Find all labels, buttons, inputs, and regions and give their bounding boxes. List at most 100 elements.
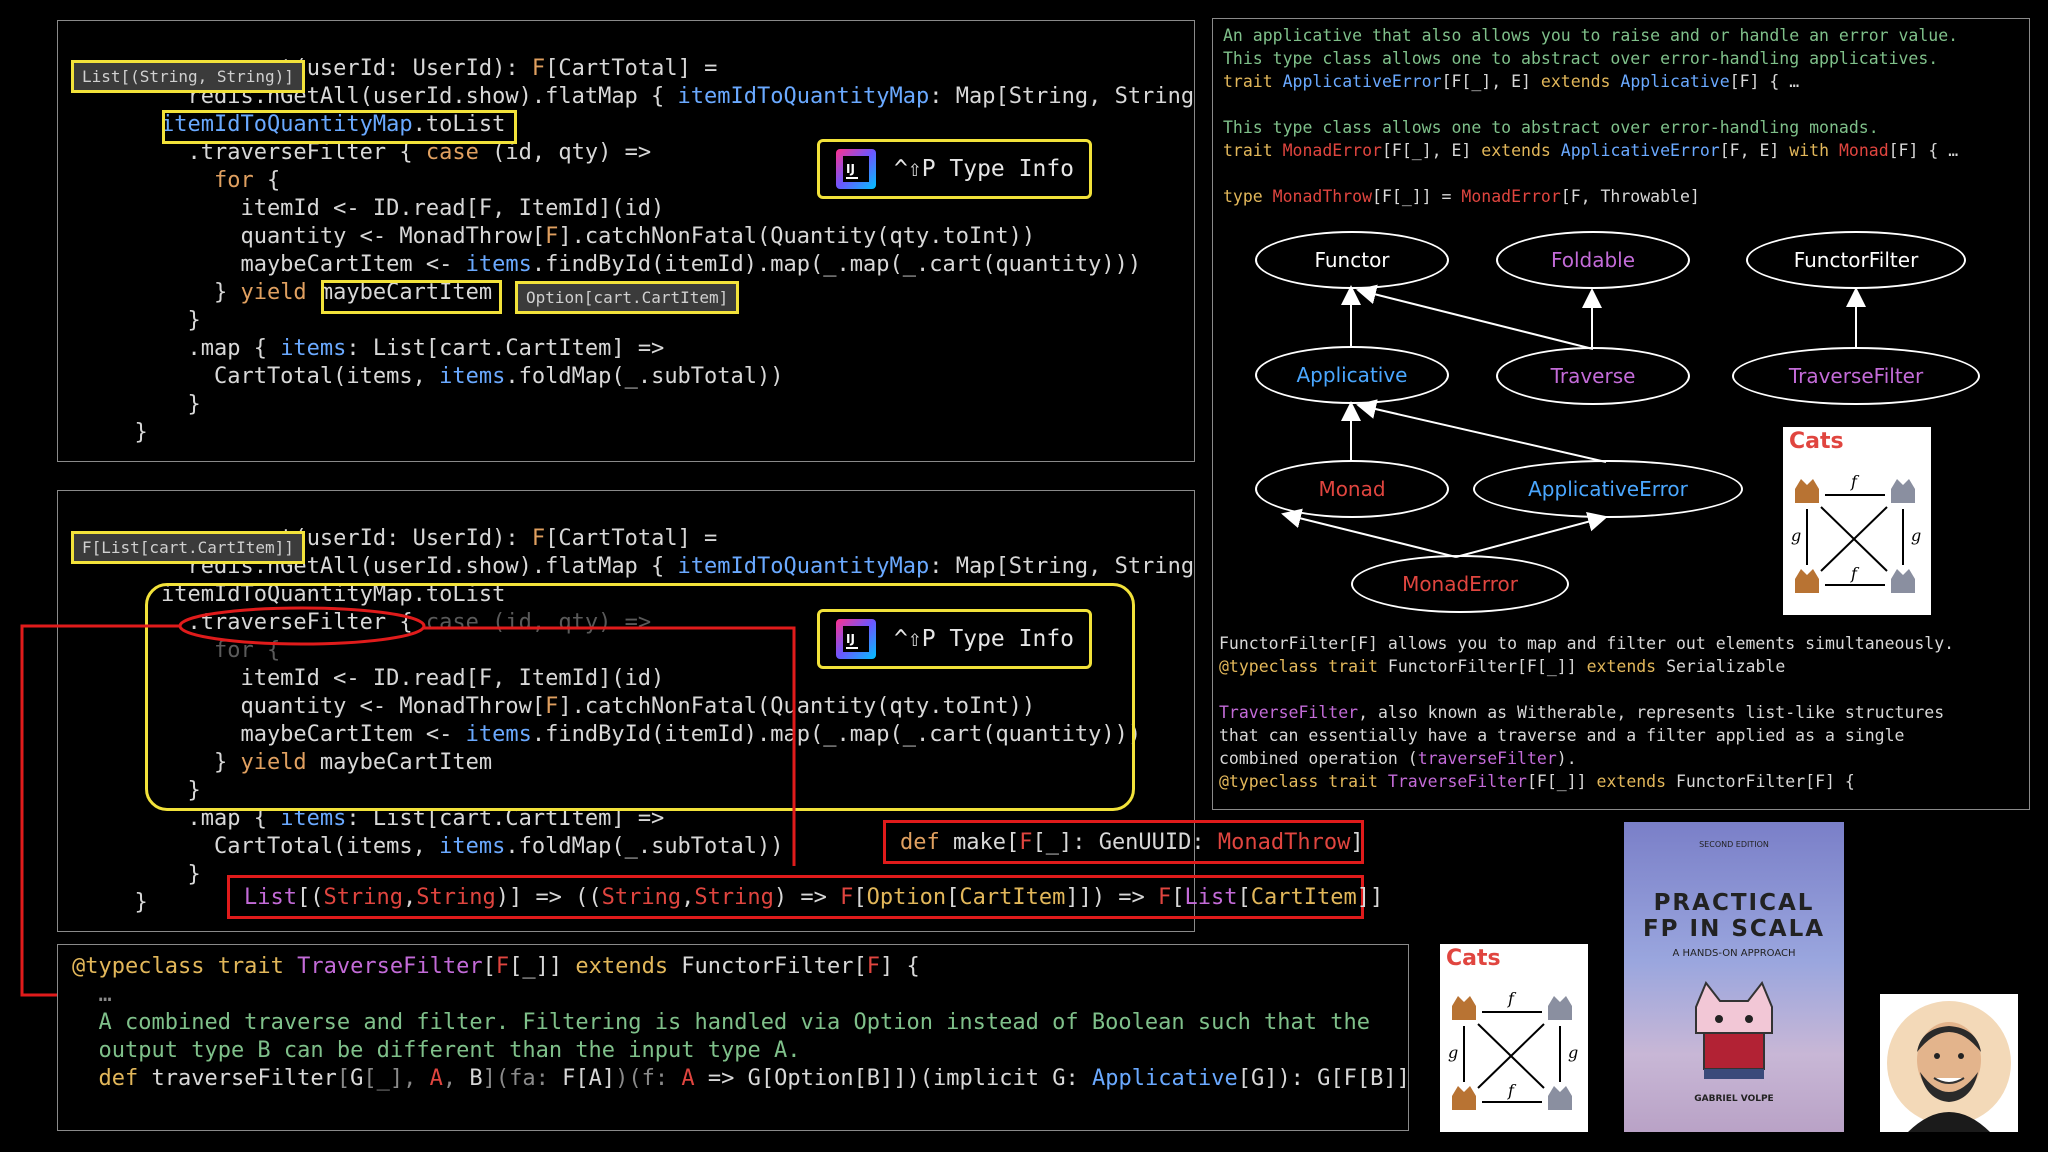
highlight-traverse-block (145, 583, 1135, 811)
code-token: itemIdToQuantityMap (677, 84, 930, 109)
code-line: @typeclass trait TraverseFilter[F[_]] ex… (72, 953, 1408, 981)
code-token: ].catchNonFatal(Quantity(qty.toInt)) (558, 224, 1036, 249)
doc-token: ApplicativeError (1560, 141, 1720, 160)
doc-token: trait (1223, 72, 1283, 91)
code-token: .foldMap(_.subTotal)) (505, 364, 784, 389)
code-token: .traverseFilter { (108, 140, 426, 165)
doc-line: trait MonadError[F[_], E] extends Applic… (1223, 140, 1958, 163)
code-token: A (429, 1066, 443, 1091)
code-token: quantity <- MonadThrow[ (108, 224, 546, 249)
code-token: : Map[String, String] => (929, 554, 1195, 579)
doc-token: TraverseFilter (1219, 703, 1359, 722)
code-token: A combined traverse and filter. Filterin… (72, 1010, 1371, 1035)
code-line: A combined traverse and filter. Filterin… (72, 1009, 1408, 1037)
doc-token: An applicative that also allows you to r… (1223, 26, 1959, 45)
doc-token: [F[_]] (1526, 772, 1597, 791)
code-token: ].catchNonFatal(Quantity(qty.toInt)) (558, 694, 1036, 719)
cats-logo: Cats f f g g (1783, 427, 1931, 615)
code-token: maybeCartItem (306, 280, 493, 305)
code-line: itemIdToQuantityMap.toList (108, 111, 1194, 139)
doc-token: ApplicativeError (1282, 72, 1442, 91)
code-token: ] (1350, 830, 1364, 855)
code-token: MonadThrow (1217, 830, 1351, 855)
type-info-shortcut-top[interactable]: IJ ^⇧P Type Info (817, 139, 1092, 199)
code-token: .findById(itemId).map(_.map(_.cart(quant… (531, 252, 1142, 277)
code-token: itemId <- ID.read[F, ItemId](id) (108, 666, 665, 691)
doc-token: [F[_]] = (1372, 187, 1462, 206)
code-token: , (402, 885, 417, 910)
code-token: List (244, 885, 297, 910)
svg-text:g: g (1448, 1043, 1458, 1062)
doc-token: [F] { … (1888, 141, 1959, 160)
doc-line: combined operation (traverseFilter). (1219, 748, 1954, 771)
code-token: F (1158, 885, 1172, 910)
doc-token: MonadError (1461, 187, 1561, 206)
type-tooltip-f: F[List[cart.CartItem]] (71, 531, 305, 564)
cats-logo-title: Cats (1789, 429, 1844, 454)
node-applicativeerror: ApplicativeError (1473, 460, 1743, 518)
code-token: String (694, 885, 774, 910)
code-token: CartItem (1250, 885, 1357, 910)
code-token: : List[cart.CartItem] => (346, 336, 665, 361)
code-token: itemIdToQuantityMap.toList (108, 582, 506, 607)
code-token: [ (1237, 885, 1251, 910)
code-token: [_]] (509, 954, 576, 979)
code-panel-bottom: @typeclass trait TraverseFilter[F[_]] ex… (57, 944, 1409, 1131)
code-token: CartTotal (558, 56, 678, 81)
doc-token: trait (1223, 141, 1283, 160)
doc-token: MonadThrow (1272, 187, 1373, 206)
code-line: output type B can be different than the … (72, 1037, 1408, 1065)
code-line: CartTotal(items, items.foldMap(_.subTota… (108, 363, 1194, 391)
code-token: items (439, 834, 506, 859)
code-token: F (531, 526, 546, 551)
type-info-label: ^⇧P Type Info (894, 626, 1075, 652)
code-token: Option[B] (774, 1066, 894, 1091)
book-edition: SECOND EDITION (1699, 840, 1769, 849)
type-info-shortcut-mid[interactable]: IJ ^⇧P Type Info (817, 609, 1092, 669)
doc-token: FunctorFilter[F] allows you to map and f… (1219, 634, 1955, 653)
code-line: } (108, 307, 1194, 335)
code-token: yield (240, 280, 307, 305)
code-token: F (531, 56, 546, 81)
code-token: , (681, 885, 695, 910)
code-line: } yield maybeCartItem (108, 749, 1194, 777)
code-token: TraverseFilter (297, 954, 483, 979)
doc-token: extends (1540, 72, 1621, 91)
doc-token: This type class allows one to abstract o… (1223, 49, 1939, 68)
book-subtitle: A HANDS-ON APPROACH (1672, 948, 1796, 959)
doc-token: [F, E] (1719, 141, 1790, 160)
code-token: G (350, 1066, 364, 1091)
book-title-line2: FP IN SCALA (1642, 916, 1826, 942)
code-token: Option (866, 885, 947, 910)
code-token: def (72, 1066, 152, 1091)
doc-token: [F] { … (1729, 72, 1800, 91)
code-token: F (495, 954, 510, 979)
code-line: redis.hGetAll(userId.show).flatMap { ite… (108, 553, 1195, 581)
code-line: .traverseFilter { case (id, qty) => (108, 609, 1194, 637)
doc-token: [F, Throwable] (1560, 187, 1700, 206)
code-token: : Map[String, String] => (929, 84, 1195, 109)
code-line: maybeCartItem <- items.findById(itemId).… (108, 721, 1194, 749)
code-token: extends (575, 954, 669, 979)
doc-token: This type class allows one to abstract o… (1223, 118, 1879, 137)
svg-text:g: g (1791, 526, 1801, 545)
highlight-itemIdToQuantityMap (162, 110, 517, 144)
book-title-line1: PRACTICAL (1653, 890, 1815, 916)
code-token: [( (296, 885, 324, 910)
node-foldable: Foldable (1496, 231, 1690, 289)
svg-text:f: f (1507, 989, 1517, 1008)
doc-line: FunctorFilter[F] allows you to map and f… (1219, 633, 1954, 656)
code-token: case (425, 140, 479, 165)
doc-line: type MonadThrow[F[_]] = MonadError[F, Th… (1223, 186, 1958, 209)
code-line: } (108, 889, 1194, 917)
code-token: .map { (108, 336, 281, 361)
code-token: (id, qty) => (478, 140, 652, 165)
type-tooltip-list: List[(String, String)] (71, 60, 305, 93)
svg-text:f: f (1850, 564, 1860, 583)
code-token: items (439, 364, 506, 389)
code-line: maybeCartItem <- items.findById(itemId).… (108, 251, 1194, 279)
code-token: => G[ (694, 1066, 775, 1091)
code-token: quantity <- MonadThrow[ (108, 694, 546, 719)
doc-token: Serializable (1666, 657, 1786, 676)
code-token: items (280, 336, 347, 361)
